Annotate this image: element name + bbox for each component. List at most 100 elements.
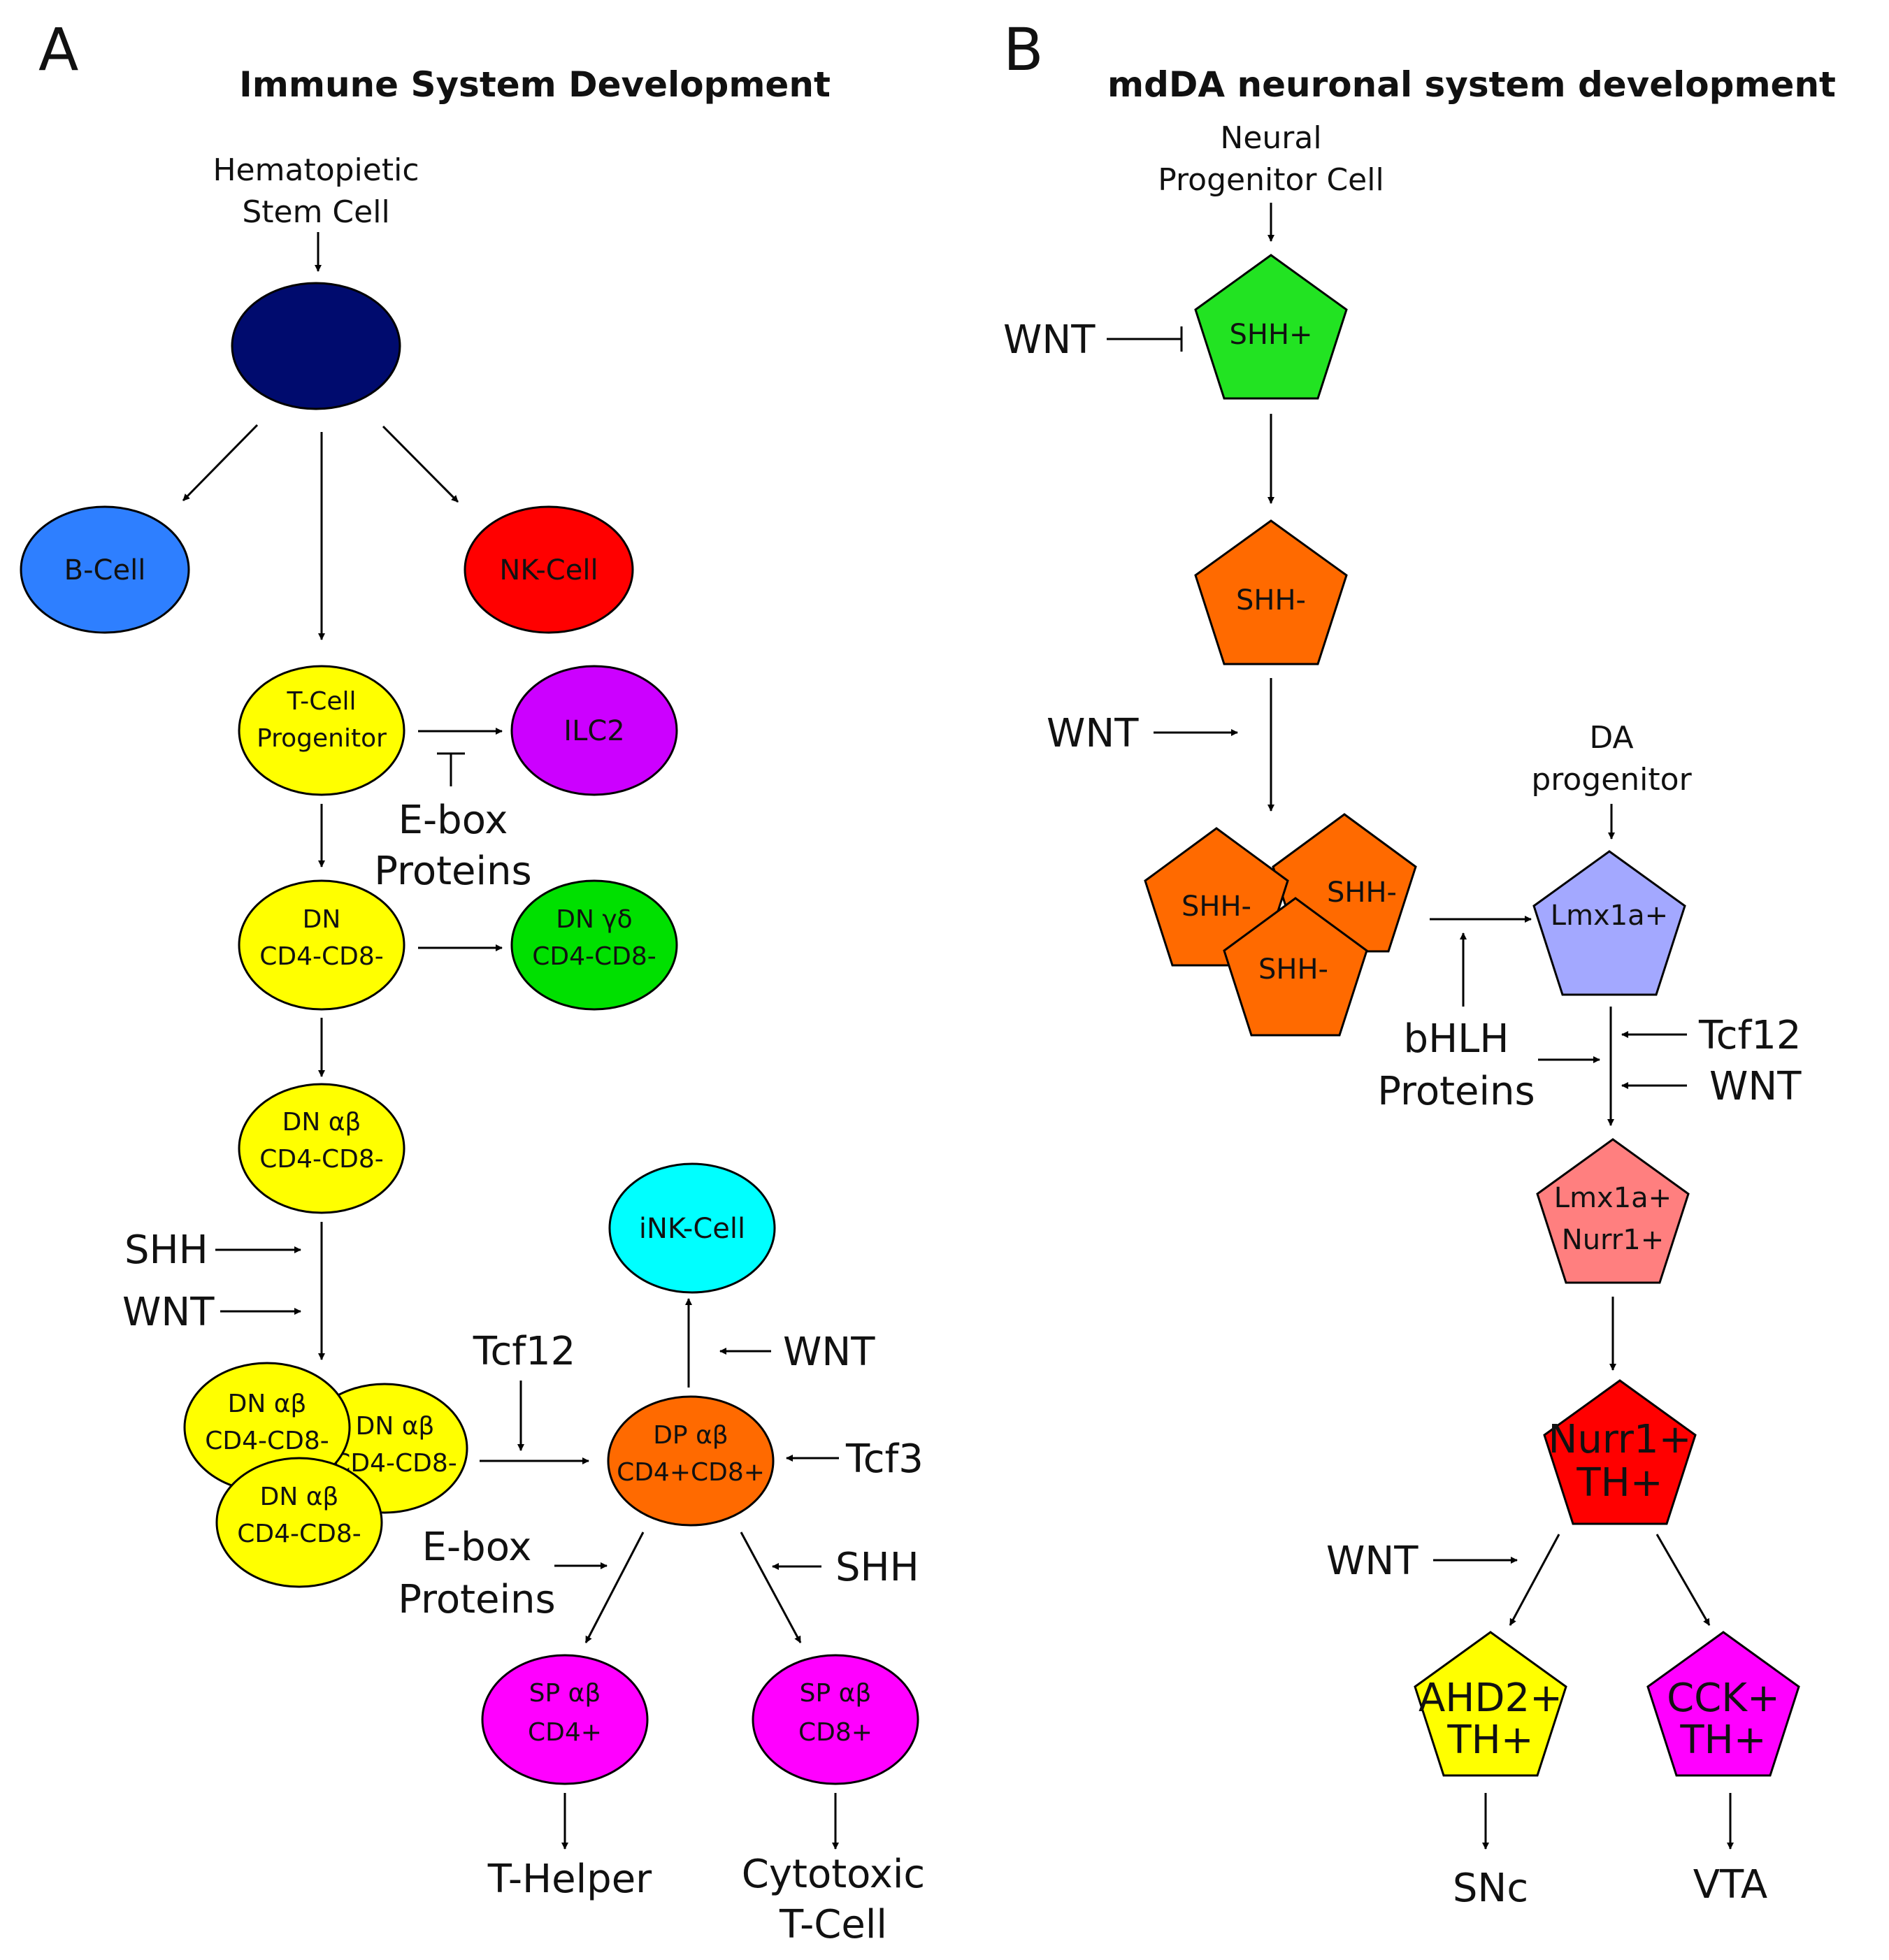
arrow-hsc-to-nkcell: [382, 425, 459, 503]
bhlh-line2: Proteins: [1377, 1069, 1535, 1114]
hsc-label-line1: Hematopietic: [213, 152, 419, 188]
shh-cluster-right-label: SHH-: [1327, 877, 1397, 909]
dn-ab-cluster: DN αβ CD4-CD8- DN αβ CD4-CD8- DN αβ CD4-…: [183, 1362, 468, 1588]
npc-label-line1: Neural: [1220, 120, 1321, 156]
tcf12-b-label: Tcf12: [1698, 1013, 1801, 1058]
ebox2-line2: Proteins: [398, 1577, 555, 1622]
cytotoxic-line2: T-Cell: [779, 1902, 887, 1947]
lmx1a-nurr1-line1: Lmx1a+: [1554, 1182, 1672, 1214]
dn-gd-node: [510, 879, 678, 1011]
sp8-line1: SP αβ: [800, 1679, 872, 1708]
wnt1-label: WNT: [122, 1290, 215, 1335]
dn-line1: DN: [303, 905, 341, 934]
sp4-line1: SP αβ: [529, 1679, 601, 1708]
ink-cell-node: [608, 1162, 776, 1294]
lmx1a-node: [1532, 850, 1686, 996]
nk-cell-node: [464, 505, 634, 634]
dn-ab-cluster-bottom-node: [215, 1457, 383, 1588]
ebox1-line2: Proteins: [374, 849, 531, 894]
dn-line2: CD4-CD8-: [259, 942, 384, 971]
da-prog-line1: DA: [1589, 720, 1633, 756]
dn-ab-node: [238, 1083, 405, 1214]
nk-cell-label: NK-Cell: [499, 554, 598, 586]
panel-a-letter: A: [38, 15, 78, 84]
ilc2-node: [510, 665, 678, 796]
shh2-label: SHH: [835, 1545, 919, 1590]
wnt-inhib-label: WNT: [1003, 317, 1096, 363]
cck-line2: TH+: [1679, 1717, 1766, 1763]
nurr1-th-line2: TH+: [1576, 1460, 1662, 1506]
dn-gd-line2: CD4-CD8-: [532, 942, 656, 971]
ebox2-line1: E-box: [422, 1525, 532, 1570]
panel-a: A Immune System Development Hematopietic…: [20, 15, 925, 1947]
lmx1a-label: Lmx1a+: [1551, 900, 1668, 932]
ahd2-node: [1414, 1631, 1567, 1777]
t-progenitor-line2: Progenitor: [257, 724, 387, 753]
wnt2-b-label: WNT: [1047, 711, 1139, 756]
sp4-node: [481, 1654, 649, 1785]
lmx1a-nurr1-node: [1536, 1138, 1690, 1284]
dn-ab-cluster-top-line2: CD4-CD8-: [205, 1427, 329, 1455]
ebox1-line1: E-box: [398, 798, 508, 843]
shh-pos-label: SHH+: [1229, 319, 1312, 351]
arrow-hsc-to-bcell: [182, 424, 259, 502]
dn-ab-line1: DN αβ: [282, 1108, 361, 1137]
panel-b-letter: B: [1003, 15, 1044, 84]
hsc-label-line2: Stem Cell: [242, 194, 389, 230]
t-progenitor-line1: T-Cell: [287, 687, 357, 716]
arrow-nurrth-to-cck: [1655, 1534, 1711, 1626]
ilc2-label: ILC2: [563, 715, 624, 747]
ahd2-line2: TH+: [1446, 1717, 1533, 1763]
arrow-dp-to-sp4: [584, 1532, 645, 1643]
wnt2-label: WNT: [783, 1330, 875, 1375]
sp8-node: [752, 1654, 919, 1785]
dp-node: [607, 1395, 775, 1527]
arrow-dp-to-sp8: [740, 1532, 802, 1643]
npc-label-line2: Progenitor Cell: [1158, 162, 1384, 198]
wnt4-b-label: WNT: [1326, 1539, 1418, 1584]
shh1-label: SHH: [124, 1227, 208, 1273]
dn-ab-cluster-top-line1: DN αβ: [228, 1390, 307, 1418]
shh-cluster-left-label: SHH-: [1181, 891, 1251, 923]
ahd2-line1: AHD2+: [1418, 1676, 1563, 1721]
cck-node: [1646, 1631, 1800, 1777]
b-cell-label: B-Cell: [64, 554, 146, 586]
dp-line2: CD4+CD8+: [617, 1458, 765, 1487]
cck-line1: CCK+: [1667, 1676, 1780, 1721]
ink-cell-label: iNK-Cell: [639, 1213, 745, 1245]
dn-ab-line2: CD4-CD8-: [259, 1145, 384, 1174]
lmx1a-nurr1-line2: Nurr1+: [1562, 1224, 1664, 1256]
vta-label: VTA: [1693, 1862, 1767, 1908]
da-prog-line2: progenitor: [1531, 762, 1692, 798]
bhlh-line1: bHLH: [1404, 1016, 1509, 1062]
dn-ab-cluster-bottom-line1: DN αβ: [260, 1483, 339, 1511]
snc-label: SNc: [1453, 1866, 1528, 1911]
dp-line1: DP αβ: [653, 1421, 728, 1450]
tcf3-label: Tcf3: [845, 1436, 924, 1482]
shh-neg-cluster: SHH- SHH- SHH-: [1144, 813, 1417, 1037]
dn-node: [238, 879, 405, 1011]
t-helper-label: T-Helper: [487, 1857, 652, 1902]
dn-gd-line1: DN γδ: [556, 905, 632, 934]
b-cell-node: [20, 505, 190, 634]
sp8-line2: CD8+: [798, 1718, 872, 1747]
wnt3-b-label: WNT: [1709, 1064, 1802, 1109]
nurr1-th-line1: Nurr1+: [1549, 1417, 1692, 1462]
shh-neg-node: [1194, 519, 1348, 665]
nurr1-th-node: [1543, 1379, 1697, 1525]
sp4-line2: CD4+: [528, 1718, 602, 1747]
shh-cluster-bottom-node: [1223, 897, 1368, 1037]
dn-ab-cluster-right-line1: DN αβ: [356, 1412, 435, 1441]
shh-pos-node: [1194, 254, 1348, 400]
tcf12-label: Tcf12: [473, 1329, 575, 1374]
shh-cluster-bottom-label: SHH-: [1258, 953, 1328, 986]
t-progenitor-node: [238, 665, 405, 796]
panel-b-title: mdDA neuronal system development: [1107, 64, 1836, 105]
cytotoxic-line1: Cytotoxic: [742, 1852, 925, 1897]
arrow-nurrth-to-ahd2: [1509, 1534, 1560, 1626]
shh-neg-label: SHH-: [1236, 584, 1306, 617]
panel-a-title: Immune System Development: [239, 64, 831, 105]
dn-ab-cluster-bottom-line2: CD4-CD8-: [237, 1520, 361, 1548]
panel-b: B mdDA neuronal system development Neura…: [1003, 15, 1836, 1911]
